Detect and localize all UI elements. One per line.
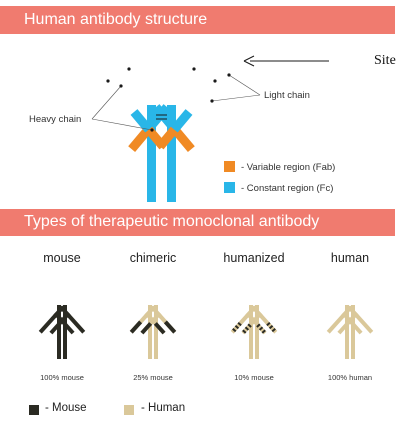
antibody-humanized [230,305,278,359]
structure-header: Human antibody structure [0,6,395,34]
type-title-human: human [330,251,370,265]
human-legend-label: - Human [141,402,186,414]
variable-dot-right-heavy [192,67,196,71]
light-chain-right-variable [156,126,178,150]
types-title: Types of therapeutic monoclonal antibody [24,213,320,230]
interchain-bond-left [120,72,128,79]
constant-region-label: - Constant region (Fc) [241,183,334,194]
heavy-chain-leader-2 [91,118,153,131]
variable-region-label: - Variable region (Fab) [241,162,336,173]
antibody-chimeric [129,305,177,359]
human-swatch [124,405,134,415]
variable-region-swatch [224,161,235,172]
structure-title: Human antibody structure [24,11,208,28]
antibody-mouse [38,305,86,359]
light-chain-left-constant [130,109,153,133]
constant-region-swatch [224,182,235,193]
percent-mouse: 100% mouse [40,373,84,382]
variable-dot-right-light [213,79,217,83]
heavy-chain-dot-2 [150,128,154,132]
heavy-chain-dot-1 [119,84,123,88]
percent-chimeric: 25% mouse [133,373,173,382]
site-arrow-head-icon [243,55,255,67]
site-label: Site [374,53,396,68]
type-title-mouse: mouse [43,251,81,265]
heavy-chain-arm-left-variable [173,128,195,153]
light-chain-label: Light chain [264,90,310,101]
variable-dot-left-heavy [127,67,131,71]
antibody-structure-diagram [91,55,329,202]
light-chain-leader-1 [211,94,261,102]
heavy-chain-leader-1 [91,85,122,120]
light-chain-leader-2 [228,74,261,96]
percent-human: 100% human [327,373,373,382]
heavy-chain-stem-left [147,105,156,202]
light-chain-dot-1 [210,99,214,103]
types-header: Types of therapeutic monoclonal antibody [0,209,395,236]
percent-humanized: 10% mouse [234,373,274,382]
type-title-chimeric: chimeric [129,251,177,265]
light-chain-dot-2 [227,73,231,77]
antibody-types-diagram [38,305,374,359]
variable-dot-left-light [106,79,110,83]
antibody-human [326,305,374,359]
heavy-chain-label: Heavy chain [29,114,82,125]
type-title-humanized: humanized [223,251,285,265]
mouse-legend-label: - Mouse [45,402,87,414]
interchain-bond-right [195,72,203,79]
mouse-swatch [29,405,39,415]
heavy-chain-stem-right [167,105,176,202]
light-chain-right-constant [170,109,193,133]
heavy-chain-arm-right-variable [128,128,150,153]
